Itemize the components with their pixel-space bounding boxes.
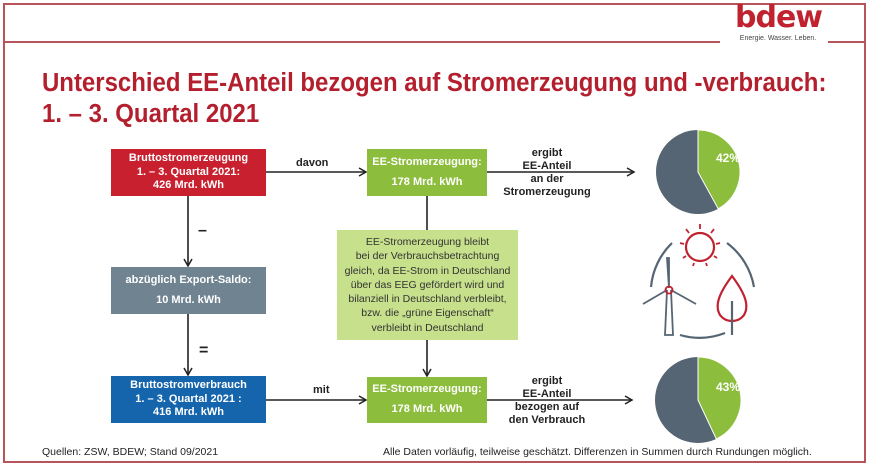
box-text: 426 Mrd. kWh: [153, 179, 224, 192]
box-text: Bruttostromverbrauch: [130, 379, 247, 392]
bdew-logo: bdew Energie. Wasser. Leben.: [735, 0, 823, 43]
header-divider: [3, 41, 720, 43]
gross-consumption-box: Bruttostromverbrauch 1. – 3. Quartal 202…: [111, 376, 266, 423]
renewables-icon: [642, 224, 756, 339]
logo-word: bdew: [735, 0, 823, 35]
gross-generation-box: Bruttostromerzeugung 1. – 3. Quartal 202…: [111, 149, 266, 196]
explanation-line: bilanziell in Deutschland verbleibt,: [348, 293, 507, 306]
logo-tagline: Energie. Wasser. Leben.: [739, 35, 817, 42]
box-text: 178 Mrd. kWh: [391, 176, 463, 188]
result-text: den Verbrauch: [508, 414, 586, 426]
label-equals: =: [199, 342, 209, 359]
pie-re-share-slice: [697, 129, 741, 210]
sun-icon: [679, 224, 721, 267]
label-mit: mit: [313, 384, 330, 396]
page-title: Unterschied EE-Anteil bezogen auf Strome…: [42, 68, 826, 130]
box-text: 1. – 3. Quartal 2021 :: [135, 392, 242, 405]
cycle-arc: [649, 242, 756, 339]
explanation-line: bei der Verbrauchsbetrachtung: [355, 250, 500, 263]
box-text: 178 Mrd. kWh: [391, 403, 463, 416]
box-text: 1. – 3. Quartal 2021:: [136, 165, 241, 178]
title-line-1: Unterschied EE-Anteil bezogen auf Strome…: [42, 69, 827, 97]
box-text: 10 Mrd. kWh: [156, 294, 221, 306]
pie-re-share-slice: [697, 356, 742, 440]
result-text: EE-Anteil: [522, 160, 572, 172]
explanation-box: EE-Stromerzeugung bleibt bei der Verbrau…: [337, 230, 518, 340]
explanation-line: gleich, da EE-Strom in Deutschland: [344, 264, 511, 277]
explanation-line: verbleibt in Deutschland: [371, 321, 484, 334]
box-text: 416 Mrd. kWh: [153, 406, 224, 419]
box-text: EE-Stromerzeugung:: [372, 155, 482, 168]
box-text: abzüglich Export-Saldo:: [125, 273, 252, 286]
pie-label-consumption: 43%: [716, 380, 741, 394]
explanation-line: bzw. die „grüne Eigenschaft“: [361, 307, 494, 320]
footer-sources: Quellen: ZSW, BDEW; Stand 09/2021: [42, 446, 219, 458]
explanation-line: über das EEG gefördert wird und: [350, 278, 505, 291]
footer-note: Alle Daten vorläufig, teilweise geschätz…: [383, 446, 812, 458]
slide-frame: [3, 3, 866, 463]
box-text: EE-Stromerzeugung:: [372, 383, 482, 396]
result-text: EE-Anteil: [522, 388, 572, 400]
re-generation-box-bottom: EE-Stromerzeugung: 178 Mrd. kWh: [367, 377, 487, 423]
box-text: Bruttostromerzeugung: [128, 152, 249, 165]
pie-label-generation: 42%: [716, 151, 741, 165]
label-minus: –: [198, 222, 207, 239]
re-generation-box-top: EE-Stromerzeugung: 178 Mrd. kWh: [367, 149, 487, 196]
result-text: Stromerzeugung: [503, 186, 591, 198]
biomass-leaf-icon: [716, 274, 748, 335]
header-divider-right: [828, 41, 866, 43]
result-label-top: ergibt EE-Anteil an der Stromerzeugung: [497, 147, 597, 199]
result-label-bottom: ergibt EE-Anteil bezogen auf den Verbrau…: [497, 375, 597, 427]
result-text: ergibt: [531, 147, 563, 159]
result-text: ergibt: [531, 375, 563, 387]
label-davon: davon: [296, 157, 329, 169]
explanation-line: EE-Stromerzeugung bleibt: [365, 235, 490, 248]
export-balance-box: abzüglich Export-Saldo: 10 Mrd. kWh: [111, 267, 266, 314]
wind-turbine-icon: [642, 257, 697, 336]
result-text: bezogen auf: [514, 401, 580, 413]
title-line-2: 1. – 3. Quartal 2021: [42, 100, 260, 128]
result-text: an der: [530, 173, 564, 185]
